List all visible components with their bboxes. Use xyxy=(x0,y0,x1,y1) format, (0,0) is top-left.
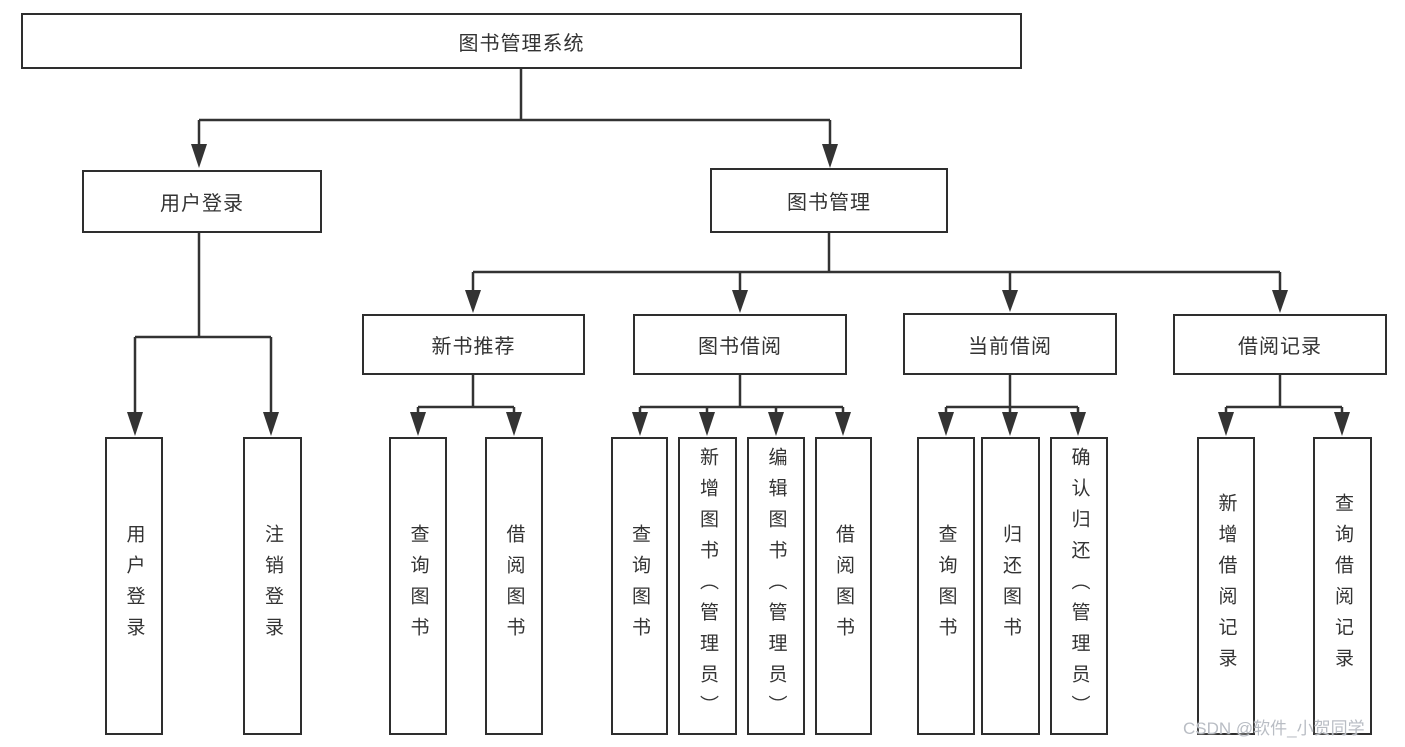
node-current-borrowing: 当前借阅 xyxy=(903,313,1117,375)
node-root-system: 图书管理系统 xyxy=(21,13,1022,69)
leaf-edit-book-admin: 编辑图书（管理员） xyxy=(747,437,805,735)
leaf-borrow-books-recommend: 借阅图书 xyxy=(485,437,543,735)
node-new-book-recommend-label: 新书推荐 xyxy=(431,336,516,358)
leaf-add-book-admin: 新增图书（管理员） xyxy=(678,437,737,735)
node-user-login: 用户登录 xyxy=(82,170,322,233)
leaf-confirm-return-admin-label: 确认归还（管理员） xyxy=(1068,446,1090,726)
node-user-login-label: 用户登录 xyxy=(160,193,244,215)
leaf-borrow-books-borrowing-label: 借阅图书 xyxy=(833,524,854,648)
node-book-borrowing: 图书借阅 xyxy=(633,314,847,375)
leaf-query-books-current-label: 查询图书 xyxy=(935,524,957,648)
leaf-query-books-borrowing-label: 查询图书 xyxy=(629,524,650,648)
node-borrowing-records-label: 借阅记录 xyxy=(1238,336,1322,358)
leaf-user-login: 用户登录 xyxy=(105,437,163,735)
leaf-return-book-label: 归还图书 xyxy=(1000,524,1021,648)
leaf-add-borrow-record-label: 新增借阅记录 xyxy=(1215,493,1237,679)
leaf-add-book-admin-label: 新增图书（管理员） xyxy=(697,446,718,726)
leaf-borrow-books-borrowing: 借阅图书 xyxy=(815,437,872,735)
leaf-return-book: 归还图书 xyxy=(981,437,1040,735)
node-book-management: 图书管理 xyxy=(710,168,948,233)
node-book-management-label: 图书管理 xyxy=(787,192,871,214)
leaf-query-books-recommend-label: 查询图书 xyxy=(407,524,429,648)
leaf-query-books-borrowing: 查询图书 xyxy=(611,437,668,735)
leaf-query-books-current: 查询图书 xyxy=(917,437,975,735)
leaf-borrow-books-recommend-label: 借阅图书 xyxy=(503,524,525,648)
leaf-query-borrow-record-label: 查询借阅记录 xyxy=(1332,493,1353,679)
arrowheads xyxy=(127,144,1350,436)
node-book-borrowing-label: 图书借阅 xyxy=(698,336,782,358)
node-current-borrowing-label: 当前借阅 xyxy=(968,335,1052,358)
leaf-user-login-label: 用户登录 xyxy=(123,524,145,648)
node-new-book-recommend: 新书推荐 xyxy=(362,314,585,375)
node-borrowing-records: 借阅记录 xyxy=(1173,314,1387,375)
node-root-label: 图书管理系统 xyxy=(458,32,585,55)
csdn-watermark: CSDN @软件_小贺同学 xyxy=(1183,719,1365,738)
leaf-logout-login: 注销登录 xyxy=(243,437,302,735)
leaf-logout-login-label: 注销登录 xyxy=(262,524,283,648)
leaf-edit-book-admin-label: 编辑图书（管理员） xyxy=(765,446,787,726)
leaf-query-borrow-record: 查询借阅记录 xyxy=(1313,437,1372,735)
leaf-add-borrow-record: 新增借阅记录 xyxy=(1197,437,1255,735)
leaf-confirm-return-admin: 确认归还（管理员） xyxy=(1050,437,1108,735)
leaf-query-books-recommend: 查询图书 xyxy=(389,437,447,735)
